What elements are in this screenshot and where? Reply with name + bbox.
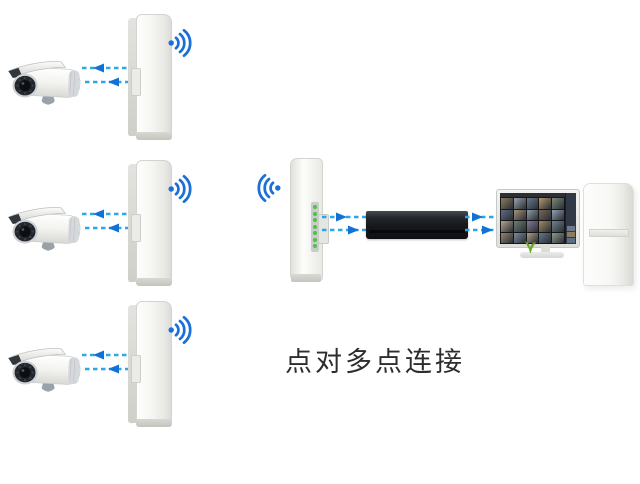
- camera-link-row: [0, 160, 230, 292]
- wifi-signal-icon: [251, 171, 283, 205]
- receiver-base: [291, 274, 321, 282]
- video-thumbnail: [501, 232, 513, 243]
- video-thumbnail: [539, 209, 552, 220]
- led-indicator: [313, 218, 317, 222]
- camera-link-row: [0, 14, 230, 146]
- monitor-stand-base: [520, 252, 564, 258]
- monitor-video-grid: [500, 197, 565, 244]
- video-thumbnail: [552, 232, 564, 243]
- video-thumbnail: [552, 221, 564, 232]
- video-thumbnail: [513, 232, 526, 243]
- video-thumbnail: [513, 221, 526, 232]
- bridge-base: [136, 278, 172, 286]
- video-thumbnail: [501, 198, 513, 209]
- cctv-camera-icon: [6, 56, 86, 108]
- surveillance-app: [500, 193, 565, 244]
- wifi-signal-icon: [166, 172, 198, 206]
- led-indicator: [313, 237, 317, 242]
- wireless-bridge-device: [128, 301, 172, 427]
- wireless-bridge-device: [128, 160, 172, 286]
- bridge-mount-clip: [131, 214, 141, 242]
- bridge-front-face: [136, 301, 172, 427]
- bridge-front-face: [136, 14, 172, 140]
- video-thumbnail: [501, 209, 513, 220]
- video-thumbnail: [552, 198, 564, 209]
- monitor-screen: [500, 193, 576, 244]
- led-strip: [311, 202, 319, 252]
- wifi-signal-icon: [166, 26, 198, 60]
- video-thumbnail: [526, 198, 539, 209]
- data-flow-arrows-icon: [322, 212, 370, 235]
- video-thumbnail: [526, 221, 539, 232]
- plant-icon: [525, 241, 536, 253]
- diagram-caption: 点对多点连接: [285, 347, 465, 377]
- monitor: [496, 189, 582, 265]
- video-thumbnail: [501, 221, 513, 232]
- cctv-camera-icon: [6, 343, 86, 395]
- monitor-bezel: [496, 189, 580, 248]
- data-flow-arrows-icon: [82, 63, 136, 87]
- data-flow-arrows-icon: [465, 212, 499, 235]
- sidebar-thumbnail: [567, 232, 575, 237]
- surveillance-app-sidebar: [565, 193, 576, 244]
- sidebar-thumbnail: [567, 226, 575, 231]
- monitor-stand-neck: [541, 247, 550, 253]
- sidebar-thumbnail: [567, 238, 575, 243]
- video-thumbnail: [539, 198, 552, 209]
- video-thumbnail: [526, 232, 539, 243]
- bridge-mount-clip: [131, 355, 141, 383]
- wireless-bridge-device: [128, 14, 172, 140]
- video-thumbnail: [513, 198, 526, 209]
- optical-drive-slot: [589, 229, 629, 237]
- video-thumbnail: [552, 209, 564, 220]
- surveillance-app-toolbar: [500, 193, 565, 197]
- cctv-camera-icon: [6, 202, 86, 254]
- video-thumbnail: [539, 232, 552, 243]
- data-flow-arrows-icon: [82, 209, 136, 233]
- video-thumbnail: [513, 209, 526, 220]
- video-thumbnail: [539, 221, 552, 232]
- camera-link-row: [0, 301, 230, 433]
- nvr-recorder: [366, 211, 468, 239]
- data-flow-arrows-icon: [82, 350, 136, 374]
- led-indicator: [313, 205, 317, 209]
- bridge-mount-clip: [131, 68, 141, 96]
- led-indicator: [313, 211, 317, 216]
- video-thumbnail: [526, 209, 539, 220]
- pc-tower: [583, 183, 634, 286]
- bridge-base: [136, 132, 172, 140]
- led-indicator: [313, 231, 317, 235]
- wifi-signal-icon: [166, 313, 198, 347]
- nvr-front-groove: [369, 230, 465, 233]
- led-indicator: [313, 224, 317, 229]
- bridge-base: [136, 419, 172, 427]
- led-indicator: [313, 244, 317, 248]
